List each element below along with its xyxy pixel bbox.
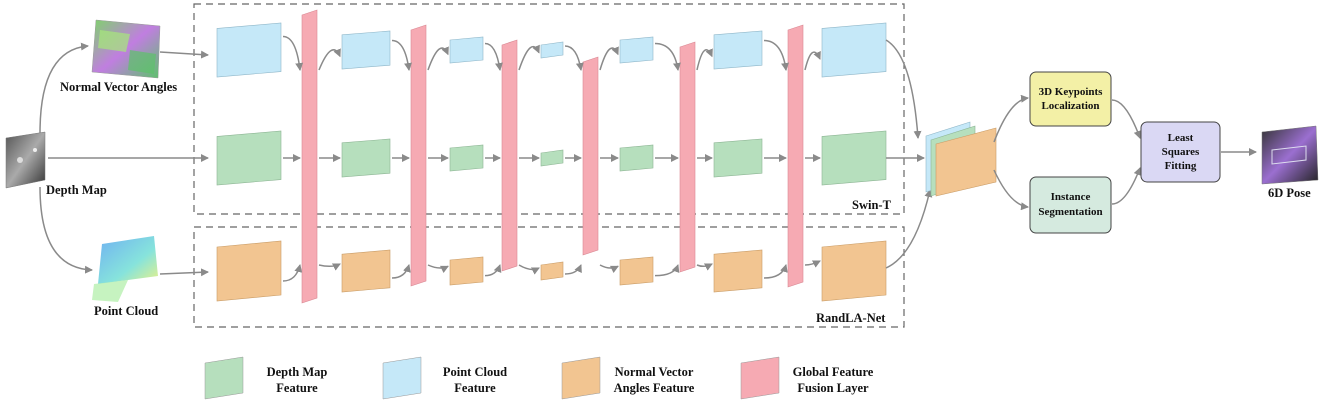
normal-arrow-6a <box>763 264 788 279</box>
normal-vector-angles-label: Normal Vector Angles <box>60 80 177 94</box>
legend-swatch-4 <box>740 356 780 400</box>
normal-feature-2 <box>341 249 391 293</box>
normal-arrow-6b <box>804 260 821 268</box>
cloud-arrow-6b <box>804 50 821 71</box>
6d-pose-image <box>1261 125 1319 185</box>
normal-feature-7 <box>821 240 887 302</box>
randla-net-label: RandLA-Net <box>816 311 886 325</box>
cloud-feature-6 <box>713 30 763 70</box>
cloud-arrow-3b <box>518 44 540 71</box>
normal-arrow-4a <box>564 264 582 275</box>
cloud-arrow-1a <box>282 35 304 71</box>
cloud-feature-4 <box>540 41 564 59</box>
least-squares-fitting-box <box>1140 121 1221 183</box>
cloud-arrow-4b <box>599 46 619 71</box>
lsq-label-line1: Least <box>1168 132 1194 144</box>
legend-label-3-line1: Normal Vector <box>615 365 694 379</box>
fusion-layer-3 <box>501 39 518 272</box>
fusion-layer-5 <box>679 41 696 273</box>
legend-label-4-line1: Global Feature <box>793 365 874 379</box>
normal-arrow-2a <box>391 264 411 279</box>
instance-label-line2: Segmentation <box>1038 206 1102 218</box>
instance-label-line1: Instance <box>1051 191 1091 203</box>
depth-map-image <box>5 131 46 189</box>
cloud-arrow-6a <box>763 39 790 71</box>
normal-arrow-3a <box>484 264 502 277</box>
lsq-label-line3: Fitting <box>1165 160 1197 172</box>
randla-net-box <box>193 226 905 328</box>
6d-pose-label: 6D Pose <box>1268 186 1311 200</box>
normal-arrow-1b <box>318 263 341 271</box>
normal-arrow-3b <box>518 264 540 275</box>
legend-swatch-2 <box>382 356 422 400</box>
legend-swatch-1 <box>204 356 244 400</box>
swin-t-box <box>193 3 905 215</box>
cloud-arrow-3a <box>484 42 503 71</box>
keypoints-label-line2: Localization <box>1041 100 1099 112</box>
depth-feature-1 <box>216 130 282 186</box>
normal-arrow-2b <box>427 264 449 274</box>
normal-arrow-1a <box>282 264 303 282</box>
normal-vector-angles-image <box>91 19 161 79</box>
depth-feature-3 <box>449 144 484 172</box>
keypoints-label-line1: 3D Keypoints <box>1039 86 1104 98</box>
legend-label-1-line1: Depth Map <box>267 365 328 379</box>
fusion-layer-6 <box>787 24 804 288</box>
depth-feature-2 <box>341 138 391 178</box>
normal-feature-5 <box>619 256 654 286</box>
fusion-layer-4 <box>582 56 599 256</box>
point-cloud-label: Point Cloud <box>94 304 158 318</box>
cloud-to-fused-arrow <box>885 39 922 139</box>
legend-label-2-line1: Point Cloud <box>443 365 507 379</box>
lsq-label-line2: Squares <box>1162 146 1200 158</box>
cloud-feature-2 <box>341 30 391 70</box>
legend-label-2-line2: Feature <box>454 381 496 395</box>
fusion-layer-1 <box>301 9 318 304</box>
fused-feature-stack <box>925 121 997 197</box>
normal-arrow-5a <box>654 264 680 277</box>
instance-segmentation-box <box>1029 176 1112 234</box>
depth-map-label: Depth Map <box>46 183 107 197</box>
cloud-feature-1 <box>216 22 282 78</box>
feature-pipelines <box>216 9 933 304</box>
swin-t-label: Swin-T <box>852 198 892 212</box>
normal-arrow-5b <box>696 263 713 271</box>
depth-feature-4 <box>540 149 564 167</box>
normal-feature-4 <box>540 261 564 281</box>
cloud-arrow-2b <box>427 46 449 71</box>
normal-feature-3 <box>449 256 484 286</box>
normal-feature-1 <box>216 240 282 302</box>
cloud-feature-7 <box>821 22 887 78</box>
cloud-arrow-2a <box>391 39 413 71</box>
fusion-layer-2 <box>410 24 427 287</box>
input-arrows <box>39 42 209 277</box>
legend-swatch-3 <box>561 356 601 400</box>
legend-label-3-line2: Angles Feature <box>614 381 695 395</box>
normal-arrow-4b <box>599 264 619 274</box>
keypoints-localization-box <box>1029 71 1112 127</box>
normal-feature-6 <box>713 249 763 293</box>
depth-feature-6 <box>713 138 763 178</box>
cloud-feature-3 <box>449 36 484 64</box>
head-arrows <box>993 94 1257 211</box>
normal-to-fused-arrow <box>885 189 933 269</box>
depth-feature-5 <box>619 144 654 172</box>
cloud-arrow-4a <box>564 45 584 71</box>
legend-label-1-line2: Feature <box>276 381 318 395</box>
cloud-feature-5 <box>619 36 654 64</box>
point-cloud-image <box>92 236 158 302</box>
cloud-arrow-5a <box>654 42 681 71</box>
cloud-arrow-5b <box>696 48 713 71</box>
cloud-arrow-1b <box>318 48 341 71</box>
depth-feature-7 <box>821 130 887 186</box>
legend-label-4-line2: Fusion Layer <box>797 381 869 395</box>
